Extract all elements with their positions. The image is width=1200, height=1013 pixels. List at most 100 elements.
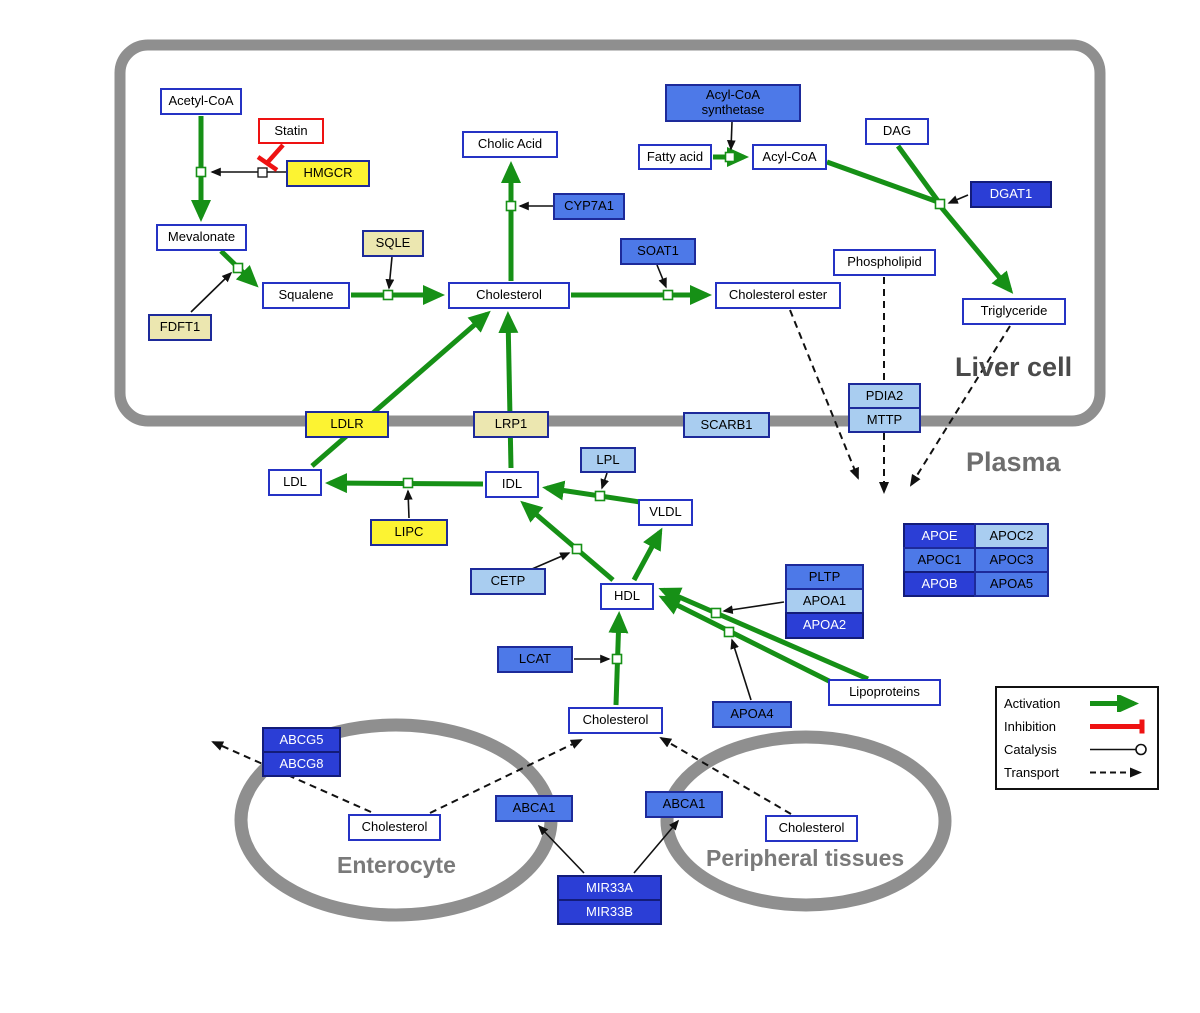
legend-box: Activation Inhibition Catalysis Transpor… [995, 686, 1159, 790]
legend-catalysis-label: Catalysis [1004, 742, 1057, 757]
node-cholic-acid[interactable]: Cholic Acid [462, 131, 558, 158]
node-mir33a[interactable]: MIR33A [557, 875, 662, 901]
junction [723, 626, 735, 638]
legend-inhibition-label: Inhibition [1004, 719, 1057, 734]
node-abcg8[interactable]: ABCG8 [262, 751, 341, 777]
node-vldl[interactable]: VLDL [638, 499, 693, 526]
node-lipc[interactable]: LIPC [370, 519, 448, 546]
node-cholesterol-enterocyte[interactable]: Cholesterol [348, 814, 441, 841]
node-abca1-right[interactable]: ABCA1 [645, 791, 723, 818]
node-ldlr[interactable]: LDLR [305, 411, 389, 438]
node-cholesterol-liver[interactable]: Cholesterol [448, 282, 570, 309]
cat-dgat1 [947, 194, 969, 204]
catalysis-edges [190, 121, 969, 874]
node-abcg5[interactable]: ABCG5 [262, 727, 341, 753]
edge-idl-cholesterol-via-lrp1 [498, 311, 519, 469]
node-acyl-coa-synthetase[interactable]: Acyl-CoA synthetase [665, 84, 801, 122]
node-cyp7a1[interactable]: CYP7A1 [553, 193, 625, 220]
node-fatty-acid[interactable]: Fatty acid [638, 144, 712, 170]
liver-cell-membrane [114, 39, 1106, 427]
inhibition-edge [256, 143, 285, 178]
enterocyte-label: Enterocyte [337, 852, 456, 878]
node-phospholipid[interactable]: Phospholipid [833, 249, 936, 276]
node-fdft1[interactable]: FDFT1 [148, 314, 212, 341]
cat-fdft1 [190, 271, 233, 313]
node-cholesterol-peripheral[interactable]: Cholesterol [765, 815, 858, 842]
peripheral-tissues-membrane [660, 730, 952, 912]
transport-dashed-arrow-icon [1090, 767, 1142, 778]
node-apoc3[interactable]: APOC3 [974, 547, 1049, 573]
edge-junction-triglyceride [939, 205, 1014, 294]
junction [594, 490, 606, 502]
node-acetyl-coa[interactable]: Acetyl-CoA [160, 88, 242, 115]
junction [662, 289, 674, 301]
legend-row-activation: Activation [1004, 693, 1150, 715]
transport-peripheral-to-plasma [659, 736, 792, 815]
junction [232, 262, 244, 274]
inhibit-statin-tbar [256, 155, 279, 172]
node-mttp[interactable]: MTTP [848, 407, 921, 433]
junction [402, 477, 414, 489]
node-apoa2[interactable]: APOA2 [785, 612, 864, 639]
node-apoa1[interactable]: APOA1 [785, 588, 864, 614]
node-idl[interactable]: IDL [485, 471, 539, 498]
node-scarb1[interactable]: SCARB1 [683, 412, 770, 438]
edge-lipoproteins-hdl-1 [658, 595, 835, 686]
cat-apoa4 [730, 638, 752, 701]
node-lipoproteins[interactable]: Lipoproteins [828, 679, 941, 706]
node-apoa4[interactable]: APOA4 [712, 701, 792, 728]
node-dag[interactable]: DAG [865, 118, 929, 145]
transport-triglyceride-plasma [909, 325, 1011, 487]
node-statin[interactable]: Statin [258, 118, 324, 144]
activation-arrow-icon [1090, 695, 1139, 712]
reg-mir33-abca1-left [537, 824, 585, 874]
node-apoc2[interactable]: APOC2 [974, 523, 1049, 549]
node-pltp[interactable]: PLTP [785, 564, 864, 590]
node-abca1-left[interactable]: ABCA1 [495, 795, 573, 822]
node-squalene[interactable]: Squalene [262, 282, 350, 309]
legend-transport-label: Transport [1004, 765, 1060, 780]
reg-mir33-abca1-right [633, 819, 680, 874]
edge-acylcoa-junction [826, 159, 939, 205]
node-triglyceride[interactable]: Triglyceride [962, 298, 1066, 325]
cat-acylcoa-synthetase [726, 121, 736, 151]
node-ldl[interactable]: LDL [268, 469, 322, 496]
node-mir33b[interactable]: MIR33B [557, 899, 662, 925]
edge-dag-junction [895, 144, 941, 203]
node-cholesterol-plasma[interactable]: Cholesterol [568, 707, 663, 734]
node-hmgcr[interactable]: HMGCR [286, 160, 370, 187]
edge-vldl-idl [542, 480, 641, 505]
node-lpl[interactable]: LPL [580, 447, 636, 473]
node-dgat1[interactable]: DGAT1 [970, 181, 1052, 208]
cat-apoa1-apoa2 [722, 601, 785, 615]
edge-lipoproteins-hdl-2 [658, 587, 869, 682]
node-apoc1[interactable]: APOC1 [903, 547, 976, 573]
node-soat1[interactable]: SOAT1 [620, 238, 696, 265]
legend-row-inhibition: Inhibition [1004, 716, 1150, 738]
junction [505, 200, 517, 212]
node-apoa5[interactable]: APOA5 [974, 571, 1049, 597]
node-cetp[interactable]: CETP [470, 568, 546, 595]
node-pdia2[interactable]: PDIA2 [848, 383, 921, 409]
node-lcat[interactable]: LCAT [497, 646, 573, 673]
node-cholesterol-ester[interactable]: Cholesterol ester [715, 282, 841, 309]
node-lrp1[interactable]: LRP1 [473, 411, 549, 438]
inhibition-tbar-icon [1090, 719, 1145, 734]
cat-lipc [403, 489, 413, 519]
node-sqle[interactable]: SQLE [362, 230, 424, 257]
node-hdl[interactable]: HDL [600, 583, 654, 610]
plasma-label: Plasma [966, 447, 1061, 477]
junction [571, 543, 583, 555]
junction [710, 607, 722, 619]
junction [382, 289, 394, 301]
node-acyl-coa[interactable]: Acyl-CoA [752, 144, 827, 170]
legend-row-catalysis: Catalysis [1004, 739, 1150, 761]
liver-cell-label: Liver cell [955, 352, 1073, 382]
node-apoe[interactable]: APOE [903, 523, 976, 549]
node-mevalonate[interactable]: Mevalonate [156, 224, 247, 251]
peripheral-tissues-label: Peripheral tissues [706, 845, 905, 871]
node-apob[interactable]: APOB [903, 571, 976, 597]
cat-lpl [600, 472, 609, 490]
